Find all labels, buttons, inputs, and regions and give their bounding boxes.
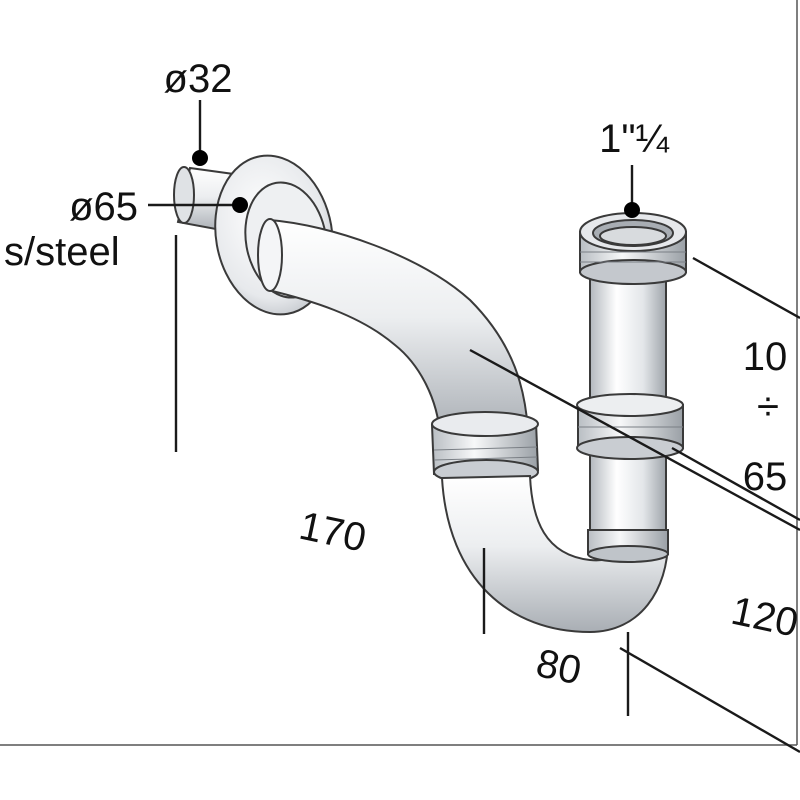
dim-170-extension (469, 348, 800, 532)
dim-height-top-ext (692, 256, 800, 320)
label-height-max: 65 (743, 455, 788, 499)
wall-pipe-end (173, 166, 195, 224)
leader-dot-outlet (192, 150, 208, 166)
leader-dot-inlet (624, 202, 640, 218)
trap-body (173, 154, 687, 634)
dim-120-ext (619, 646, 800, 754)
label-material: s/steel (4, 230, 120, 274)
label-outlet-diameter: ø32 (164, 57, 233, 101)
label-height-separator: ÷ (757, 385, 779, 429)
leader-dot-flange (232, 197, 248, 213)
label-inlet-thread: 1"¼ (599, 117, 669, 161)
label-wall-distance: 170 (295, 504, 369, 561)
outlet-arm (266, 218, 530, 438)
dimension-lines (148, 100, 800, 754)
label-flange-diameter: ø65 (69, 185, 138, 229)
u-bend (440, 474, 670, 634)
label-trap-depth: 120 (727, 589, 800, 646)
label-trap-width: 80 (532, 641, 585, 693)
outlet-arm-end (257, 218, 283, 292)
label-height-min: 10 (743, 335, 788, 379)
dim-height-bottom-ext (671, 446, 800, 522)
